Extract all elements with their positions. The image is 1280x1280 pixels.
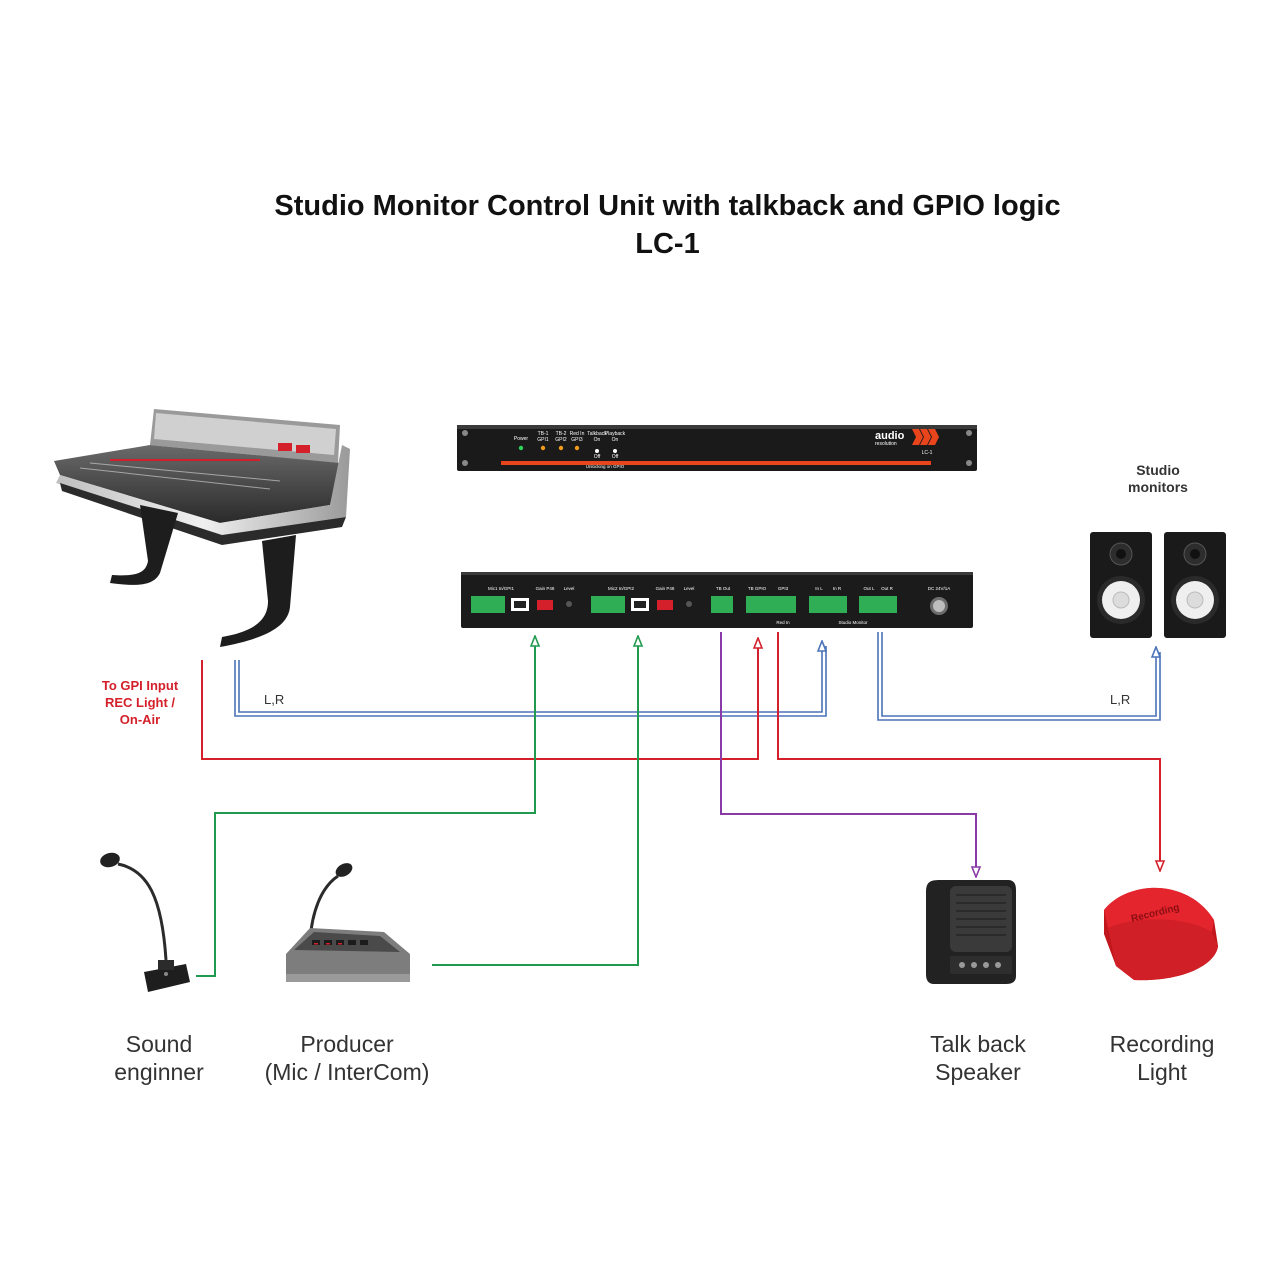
svg-text:GPI2: GPI2 [555, 437, 567, 443]
svg-text:GPI3: GPI3 [778, 586, 789, 591]
svg-text:Off: Off [612, 454, 619, 460]
svg-text:Playback: Playback [605, 431, 626, 437]
svg-text:Talkback: Talkback [587, 431, 607, 437]
red-line-to-recording-light [777, 632, 1160, 866]
svg-text:LC-1: LC-1 [922, 450, 933, 456]
gpi-input-note: To GPI Input REC Light / On-Air [80, 677, 200, 728]
svg-text:TB Out: TB Out [716, 586, 731, 591]
svg-text:Off: Off [594, 454, 601, 460]
producer-label: Producer (Mic / InterCom) [247, 1030, 447, 1086]
green-line-mic1 [196, 641, 535, 977]
diagram-title: Studio Monitor Control Unit with talkbac… [274, 190, 1061, 222]
green-line-mic2 [432, 641, 638, 966]
svg-text:Unlocking on GPIO: Unlocking on GPIO [586, 464, 625, 469]
diagram-subtitle: LC-1 [635, 228, 700, 260]
svg-text:Out L: Out L [863, 586, 875, 591]
svg-text:Studio Monitor: Studio Monitor [838, 620, 868, 625]
talkback-speaker-image [926, 880, 1016, 984]
svg-text:Mic1 In/GPI1: Mic1 In/GPI1 [488, 586, 515, 591]
gpi-note-line3: On-Air [119, 712, 161, 727]
producer-line2: (Mic / InterCom) [264, 1059, 430, 1085]
blue-line-console-to-in [234, 646, 826, 717]
lc1-rear-panel: Mic1 In/GPI1 Gain P48 Level Mic2 In/GPI2… [461, 572, 973, 628]
svg-text:In L: In L [815, 586, 823, 591]
talkback-speaker-line1: Talk back [930, 1031, 1026, 1057]
svg-text:DC 24V/1A: DC 24V/1A [928, 586, 951, 591]
svg-text:Out R: Out R [881, 586, 894, 591]
svg-text:On: On [612, 437, 619, 443]
blue-line-out-to-monitors [877, 632, 1160, 721]
recording-light-line1: Recording [1109, 1031, 1215, 1057]
recording-light-image: Recording [1104, 887, 1218, 981]
talkback-speaker-line2: Speaker [935, 1059, 1021, 1085]
recording-light-label: Recording Light [1082, 1030, 1242, 1086]
sound-engineer-label: Sound enginner [89, 1030, 229, 1086]
lr-label-right: L,R [1110, 692, 1131, 707]
svg-text:Red In: Red In [570, 431, 585, 437]
studio-monitors-label-line2: monitors [1128, 479, 1188, 495]
sound-engineer-line2: enginner [114, 1059, 204, 1085]
svg-text:GPI3: GPI3 [571, 437, 583, 443]
svg-text:Level: Level [564, 586, 575, 591]
mixing-console-image [54, 409, 350, 647]
red-line-console-to-gpi [201, 643, 758, 760]
monitor-right [1164, 532, 1226, 638]
sound-engineer-line1: Sound [125, 1031, 193, 1057]
gooseneck-mic-image [100, 852, 190, 992]
recording-light-line2: Light [1137, 1059, 1187, 1085]
svg-text:Red In: Red In [776, 620, 790, 625]
studio-monitors-label: Studio monitors [1108, 462, 1208, 496]
svg-text:Gain P48: Gain P48 [656, 586, 675, 591]
lr-label-left: L,R [264, 692, 285, 707]
svg-text:GPI1: GPI1 [537, 437, 549, 443]
indicator-power-label: Power [514, 436, 529, 442]
svg-text:TB-1: TB-1 [538, 431, 549, 437]
brand-logo-text: audio [875, 430, 905, 442]
svg-text:Level: Level [684, 586, 695, 591]
producer-line1: Producer [300, 1031, 394, 1057]
studio-monitors-image [1090, 532, 1226, 638]
svg-text:Mic2 In/GPI2: Mic2 In/GPI2 [608, 586, 635, 591]
svg-text:Gain P48: Gain P48 [536, 586, 555, 591]
purple-line-talkback [720, 632, 976, 872]
svg-text:In R: In R [833, 586, 842, 591]
monitor-left [1090, 532, 1152, 638]
talkback-speaker-label: Talk back Speaker [898, 1030, 1058, 1086]
intercom-image [286, 863, 410, 982]
svg-text:On: On [594, 437, 601, 443]
gpi-note-line1: To GPI Input [101, 678, 179, 693]
svg-text:resolution: resolution [875, 441, 897, 447]
svg-text:TB-2: TB-2 [556, 431, 567, 437]
svg-text:TB GPIO: TB GPIO [748, 586, 767, 591]
studio-monitors-label-line1: Studio [1136, 462, 1180, 478]
gpi-note-line2: REC Light / [104, 695, 176, 710]
